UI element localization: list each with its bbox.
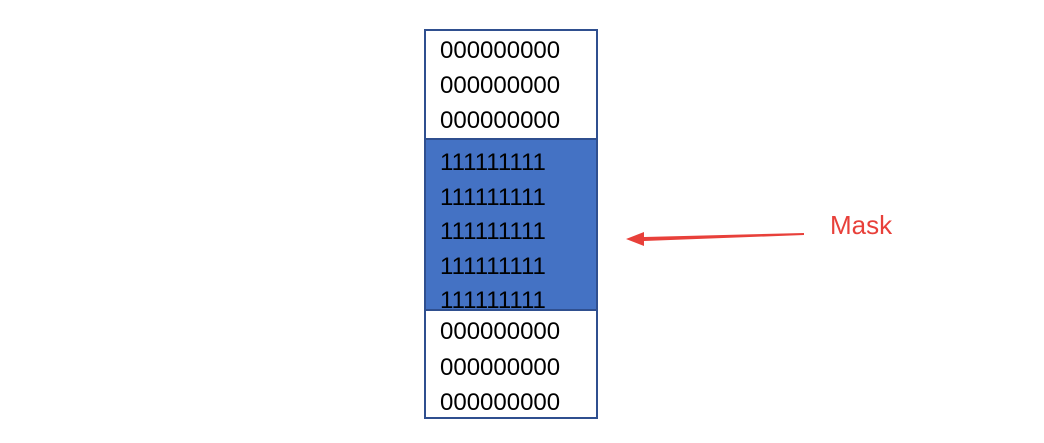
zero-block-bottom: 000000000 000000000 000000000 xyxy=(424,309,598,419)
matrix-row: 000000000 xyxy=(440,318,561,345)
mask-label: Mask xyxy=(830,210,893,240)
matrix-row: 000000000 xyxy=(440,37,561,64)
matrix-row: 000000000 xyxy=(440,389,561,416)
matrix-stack: 000000000 000000000 000000000 111111111 … xyxy=(424,29,598,419)
matrix-row: 111111111 xyxy=(440,183,546,211)
zero-block-top: 000000000 000000000 000000000 xyxy=(424,29,598,140)
matrix-row: 000000000 xyxy=(440,72,561,99)
matrix-row: 111111111 xyxy=(440,218,546,245)
matrix-row: 111111111 xyxy=(440,287,546,311)
matrix-row: 000000000 xyxy=(440,107,561,134)
matrix-row: 111111111 xyxy=(440,252,546,280)
mask-block: 111111111 111111111 111111111 111111111 … xyxy=(424,138,598,311)
matrix-row: 111111111 xyxy=(440,149,546,176)
matrix-row: 000000000 xyxy=(440,353,561,381)
